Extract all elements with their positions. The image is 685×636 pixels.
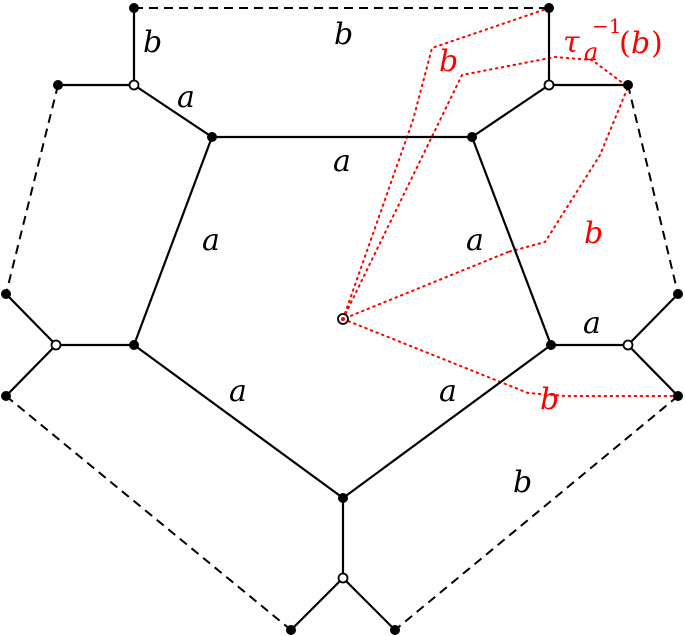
vertex-pentagon-top-right [467,132,477,142]
curve-segment-upper-left [342,7,550,320]
twist-paren-open: ( [619,26,631,61]
pentagon-edge-left [132,135,214,347]
vertex-outer-top-right-up [544,3,554,13]
vertex-outer-right-down [673,391,683,401]
label-b-top-left-vertical: b [143,25,162,60]
label-b-curve-lower: b [540,382,559,417]
label-a-right-spoke: a [583,306,601,341]
label-a-pentagon-right: a [466,223,484,258]
spoke-left-down [4,343,58,398]
vertex-pentagon-right [546,340,556,350]
label-b-top-dashed: b [334,17,353,52]
vertex-outer-top-right-out [623,80,633,90]
spoke-top-right-inner [470,83,551,139]
vertex-outer-right-up [673,289,683,299]
spoke-left-up [4,292,58,347]
pentagon-edges [132,135,553,500]
label-b-bottom-right-dashed: b [513,465,532,500]
label-a-pentagon-bottom-right: a [439,374,457,409]
curve-labels: b b b τ a −1 ( b ) [439,14,663,417]
hollow-vertices [50,79,634,584]
filled-vertices [1,3,683,635]
vertex-outer-top-left-out [53,80,63,90]
vertex-outer-top-left-up [129,3,139,13]
dashed-edge-lower-left [5,395,292,631]
twisted-curve [342,7,678,397]
vertex-outer-left-down [1,391,11,401]
label-a-pentagon-bottom-left: a [229,374,247,409]
label-b-curve-right: b [584,216,603,251]
pentagon-edge-right [470,135,553,347]
spoke-right-up [626,292,680,347]
pentagon-edge-bottom-right [341,343,553,500]
curve-segment-lower [342,318,678,397]
twist-tau: τ [563,25,580,60]
label-a-pentagon-left: a [202,223,220,258]
vertex-hub-left [50,339,62,351]
vertex-hub-right [622,339,634,351]
spoke-right-down [626,343,680,398]
vertex-outer-bottom-right [390,625,400,635]
vertex-pentagon-left [129,340,139,350]
label-b-curve-upper: b [439,44,458,79]
vertex-hub-top-right [543,79,555,91]
twist-argument: b [631,26,650,61]
vertex-center-red-dot [341,317,345,321]
twist-label: τ a −1 ( b ) [563,14,663,66]
dashed-edge-lower-right [394,395,679,631]
label-a-pentagon-top: a [333,144,351,179]
label-a-top-left-spoke: a [177,80,195,115]
twist-paren-close: ) [651,26,663,61]
vertex-hub-top-left [128,79,140,91]
spoke-bottom-left [289,576,345,632]
vertex-pentagon-bottom [338,493,348,503]
dashed-edges [5,7,679,631]
dashed-edge-upper-right [627,84,679,295]
spoke-bottom-right [341,576,397,632]
pentagon-edge-bottom-left [132,343,345,500]
dashed-edge-upper-left [5,84,59,295]
vertex-outer-left-up [1,289,11,299]
curve-segment-middle [342,251,509,320]
curve-segment-upper-right [342,55,630,320]
vertex-pentagon-top-left [207,132,217,142]
edge-labels: b b a a a a a a a b [143,17,601,500]
twist-superscript: −1 [592,14,621,38]
spoke-top-left-inner [132,83,214,139]
twist-subscript: a [584,38,598,66]
vertex-outer-bottom-left [286,625,296,635]
vertex-hub-bottom [337,572,349,584]
spoke-edges [4,6,680,632]
